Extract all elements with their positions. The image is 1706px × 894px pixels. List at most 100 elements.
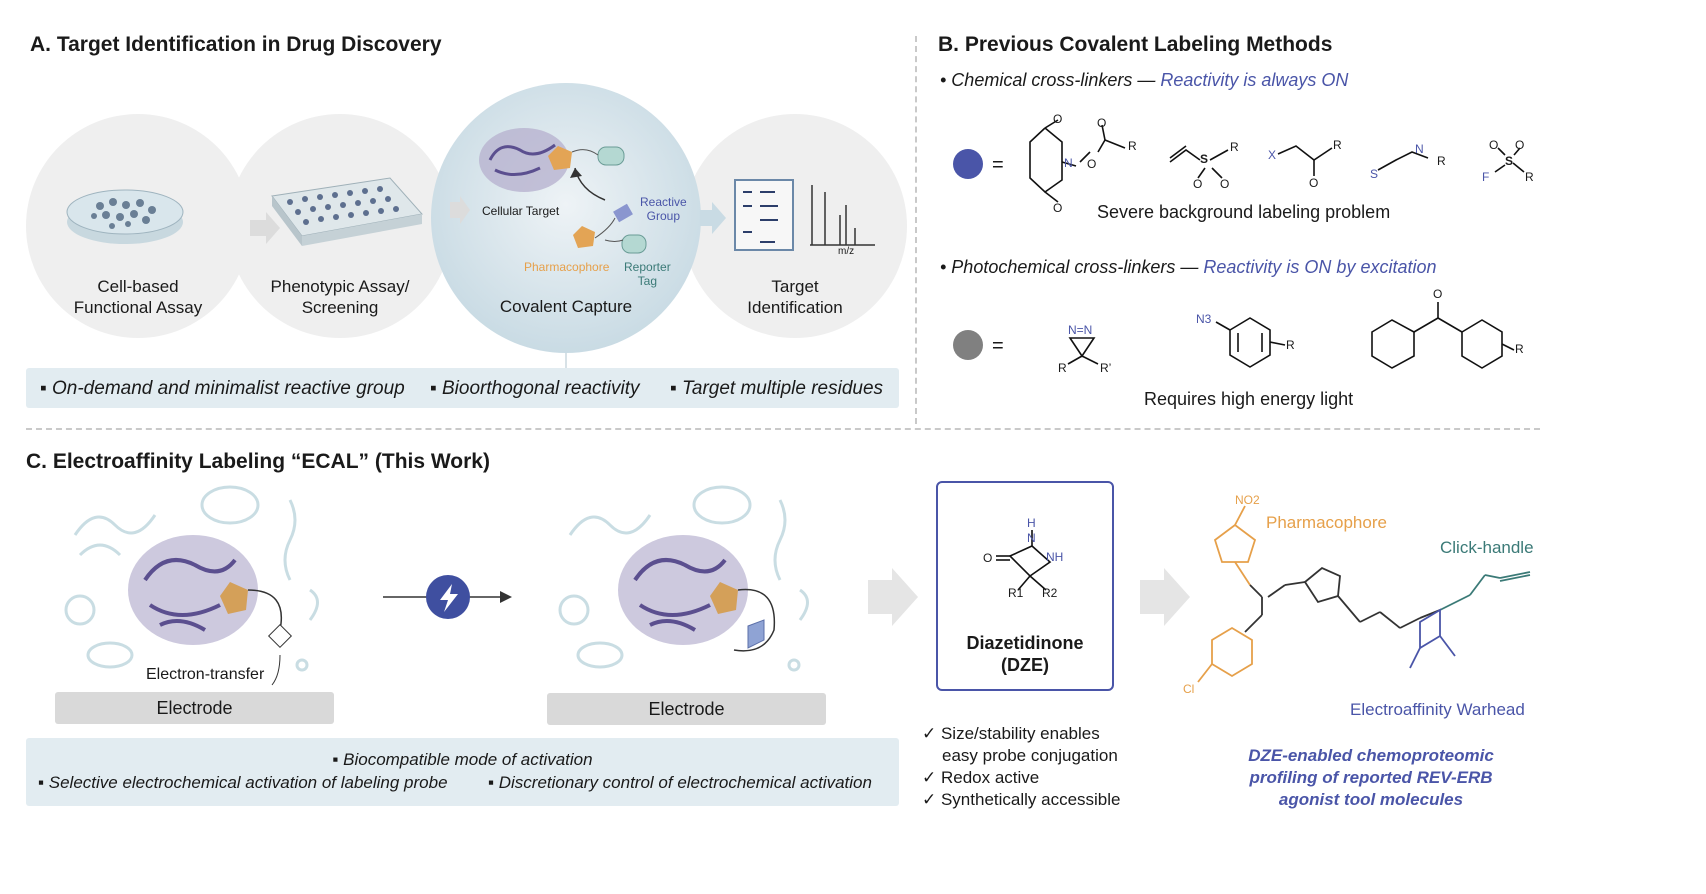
atom-s: S	[1200, 152, 1209, 166]
cellular-target-label: Cellular Target	[482, 204, 560, 218]
atom-o: O	[1309, 176, 1319, 190]
step2-label: Phenotypic Assay/Screening	[270, 277, 410, 317]
atom-r2: R2	[1042, 586, 1058, 600]
atom-o: O	[1515, 138, 1525, 152]
bullet-discretionary: ▪ Discretionary control of electrochemic…	[488, 773, 872, 792]
pharmacophore	[573, 226, 595, 248]
atom-o: O	[1433, 287, 1443, 301]
atom-f: F	[1482, 170, 1490, 184]
chemical-problem: Severe background labeling problem	[1097, 202, 1391, 222]
mass-spectrum	[810, 185, 875, 246]
photo-problem: Requires high energy light	[1144, 389, 1354, 409]
bullet-bioorthogonal: ▪ Bioorthogonal reactivity	[430, 378, 640, 399]
atom-nh: NH	[1046, 550, 1064, 564]
atom-r1: R1	[1008, 586, 1024, 600]
divider-horizontal	[26, 428, 1540, 430]
atom-azide: N3	[1196, 312, 1212, 326]
no2-label: NO2	[1235, 493, 1260, 507]
divider-vertical	[915, 36, 917, 424]
warhead-label: Electroaffinity Warhead	[1350, 700, 1525, 719]
panel-b-title: B. Previous Covalent Labeling Methods	[938, 33, 1333, 56]
feature-redox: ✓ Redox active	[922, 768, 1040, 787]
panel-c-title: C. Electroaffinity Labeling “ECAL” (This…	[26, 450, 490, 473]
dze-warhead-inactive	[267, 623, 293, 649]
bullet-on-demand: ▪ On-demand and minimalist reactive grou…	[40, 378, 405, 399]
click-handle-label: Click-handle	[1440, 538, 1534, 557]
atom-n: N	[1027, 531, 1036, 545]
chemical-crosslinkers-line: • Chemical cross-linkers — Reactivity is…	[940, 70, 1349, 90]
atom-r: R	[1058, 361, 1067, 375]
step3-label: Covalent Capture	[499, 297, 633, 316]
feature-conjugation: easy probe conjugation	[942, 746, 1118, 765]
atom-n: N	[1415, 142, 1424, 156]
cl-label: Cl	[1183, 682, 1195, 696]
atom-o: O	[1489, 138, 1499, 152]
panel-a-title: A. Target Identification in Drug Discove…	[30, 33, 442, 56]
atom-r: R	[1286, 338, 1295, 352]
atom-x: X	[1268, 148, 1277, 162]
atom-n: N	[1064, 156, 1073, 170]
reporter-tag	[621, 234, 647, 254]
atom-o: O	[983, 551, 993, 565]
atom-r: R	[1333, 138, 1342, 152]
dze-warhead-activated	[747, 619, 765, 649]
photo-crosslinkers-line: • Photochemical cross-linkers — Reactivi…	[940, 257, 1437, 277]
reporter-tag-bound	[597, 146, 625, 166]
arrow-3-4	[700, 202, 726, 234]
bullet-biocompatible: ▪ Biocompatible mode of activation	[332, 750, 593, 769]
panel-c-bullet-bar: ▪ Biocompatible mode of activation ▪ Sel…	[26, 738, 899, 806]
feature-synthetic: ✓ Synthetically accessible	[922, 790, 1121, 809]
mz-label: m/z	[838, 246, 855, 257]
photo-crosslinker-dot	[953, 330, 983, 360]
atom-s: S	[1370, 167, 1379, 181]
atom-o: O	[1193, 177, 1203, 191]
equals-photo: =	[992, 335, 1004, 357]
bullet-multiple-residues: ▪ Target multiple residues	[670, 378, 884, 399]
atom-r: R	[1515, 342, 1524, 356]
atom-h: H	[1027, 516, 1036, 530]
equals-chemical: =	[992, 154, 1004, 176]
atom-r: R	[1437, 154, 1446, 168]
atom-r: R	[1230, 140, 1239, 154]
pharmacophore-right	[710, 582, 738, 614]
dze-features: ✓ Size/stability enables easy probe conj…	[922, 723, 1121, 811]
atom-r: R	[1525, 170, 1534, 184]
atom-o: O	[1220, 177, 1230, 191]
pharmacophore-bound	[548, 146, 572, 170]
petri-dish	[66, 189, 184, 235]
dze-box	[936, 481, 1114, 691]
atom-o: O	[1097, 116, 1107, 130]
atom-o: O	[1053, 112, 1063, 126]
arrow-1-2	[250, 212, 280, 244]
pharmacophore-left	[220, 582, 248, 614]
bullet-selective: ▪ Selective electrochemical activation o…	[38, 773, 448, 792]
pharmacophore-label: Pharmacophore	[524, 260, 610, 274]
atom-r-prime: R’	[1100, 361, 1112, 375]
panel-a-bullet-bar: ▪ On-demand and minimalist reactive grou…	[26, 368, 899, 408]
cellular-target-protein	[479, 128, 569, 192]
feature-size-stability: ✓ Size/stability enables	[922, 724, 1100, 743]
electron-transfer-label: Electron-transfer	[146, 666, 265, 683]
pharmacophore-label-c: Pharmacophore	[1266, 513, 1387, 532]
atom-diazirine: N=N	[1068, 323, 1093, 337]
arrow-to-probe	[1140, 568, 1190, 626]
atom-o: O	[1087, 157, 1097, 171]
electrode-left: Electrode	[55, 692, 334, 724]
atom-s: S	[1505, 154, 1514, 168]
chemical-crosslinker-dot	[953, 149, 983, 179]
atom-r: R	[1128, 139, 1137, 153]
arrow-to-dze	[868, 568, 918, 626]
dze-label: Diazetidinone(DZE)	[966, 633, 1084, 675]
reactive-group	[613, 203, 633, 223]
arrow-2-3	[450, 196, 470, 224]
electrode-right: Electrode	[547, 693, 826, 725]
step4-circle	[683, 114, 907, 338]
